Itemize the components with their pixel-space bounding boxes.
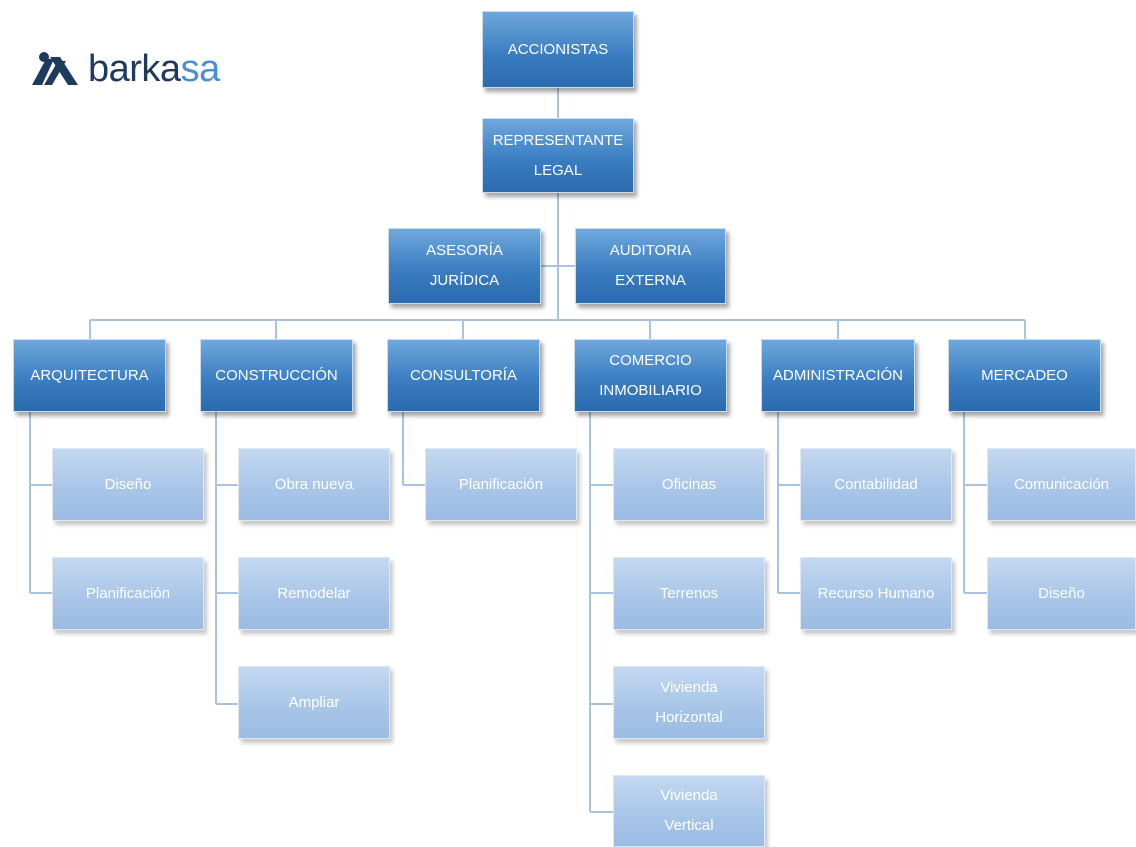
node-label: Contabilidad — [834, 475, 918, 493]
node-com-terrenos[interactable]: Terrenos — [613, 557, 765, 630]
node-label: Ampliar — [288, 693, 340, 711]
node-arq-planificacion[interactable]: Planificación — [52, 557, 204, 630]
node-label: Vivienda Horizontal — [655, 678, 723, 726]
node-arq-diseno[interactable]: Diseño — [52, 448, 204, 521]
node-label: Comunicación — [1013, 475, 1110, 493]
node-com-oficinas[interactable]: Oficinas — [613, 448, 765, 521]
node-consultoria[interactable]: CONSULTORÍA — [387, 339, 540, 412]
node-con-obra-nueva[interactable]: Obra nueva — [238, 448, 390, 521]
node-label: Vivienda Vertical — [660, 787, 718, 834]
node-accionistas[interactable]: ACCIONISTAS — [482, 11, 634, 88]
barkasa-x-logo-icon — [32, 52, 78, 85]
node-label: Terrenos — [659, 584, 719, 602]
node-arquitectura[interactable]: ARQUITECTURA — [13, 339, 166, 412]
node-label: MERCADEO — [981, 366, 1068, 384]
node-label: CONSTRUCCIÓN — [215, 366, 338, 384]
node-label: ASESORÍA JURÍDICA — [426, 242, 503, 289]
node-comercio-inmobiliario[interactable]: COMERCIO INMOBILIARIO — [574, 339, 727, 412]
node-adm-contabilidad[interactable]: Contabilidad — [800, 448, 952, 521]
node-label: Oficinas — [661, 475, 717, 493]
node-com-vivienda-horizontal[interactable]: Vivienda Horizontal — [613, 666, 765, 739]
node-com-vivienda-vertical[interactable]: Vivienda Vertical — [613, 775, 765, 847]
node-label: REPRESENTANTE LEGAL — [492, 131, 624, 179]
node-label: ADMINISTRACIÓN — [772, 366, 903, 384]
node-mer-diseno[interactable]: Diseño — [987, 557, 1136, 630]
node-label: COMERCIO INMOBILIARIO — [599, 351, 702, 399]
node-adm-recurso-humano[interactable]: Recurso Humano — [800, 557, 952, 630]
node-label: AUDITORIA EXTERNA — [609, 242, 692, 289]
node-label: Planificación — [458, 475, 544, 493]
node-label: Planificación — [85, 584, 171, 602]
node-mer-comunicacion[interactable]: Comunicación — [987, 448, 1136, 521]
node-label: CONSULTORÍA — [410, 366, 517, 384]
node-label: Remodelar — [277, 584, 351, 602]
node-con-ampliar[interactable]: Ampliar — [238, 666, 390, 739]
node-auditoria-externa[interactable]: AUDITORIA EXTERNA — [575, 228, 726, 304]
node-construccion[interactable]: CONSTRUCCIÓN — [200, 339, 353, 412]
node-administracion[interactable]: ADMINISTRACIÓN — [761, 339, 915, 412]
node-label: ARQUITECTURA — [30, 366, 149, 384]
node-label: Obra nueva — [274, 475, 354, 493]
node-representante-legal[interactable]: REPRESENTANTE LEGAL — [482, 118, 634, 193]
barkasa-logo: barkasa — [30, 44, 220, 94]
node-cons-planificacion[interactable]: Planificación — [425, 448, 577, 521]
node-label: Diseño — [104, 475, 152, 493]
node-con-remodelar[interactable]: Remodelar — [238, 557, 390, 630]
node-label: ACCIONISTAS — [507, 40, 609, 58]
node-mercadeo[interactable]: MERCADEO — [948, 339, 1101, 412]
node-label: Recurso Humano — [817, 584, 935, 602]
node-asesoria-juridica[interactable]: ASESORÍA JURÍDICA — [388, 228, 541, 304]
node-label: Diseño — [1038, 584, 1085, 602]
logo-wordmark: barkasa — [88, 47, 220, 90]
